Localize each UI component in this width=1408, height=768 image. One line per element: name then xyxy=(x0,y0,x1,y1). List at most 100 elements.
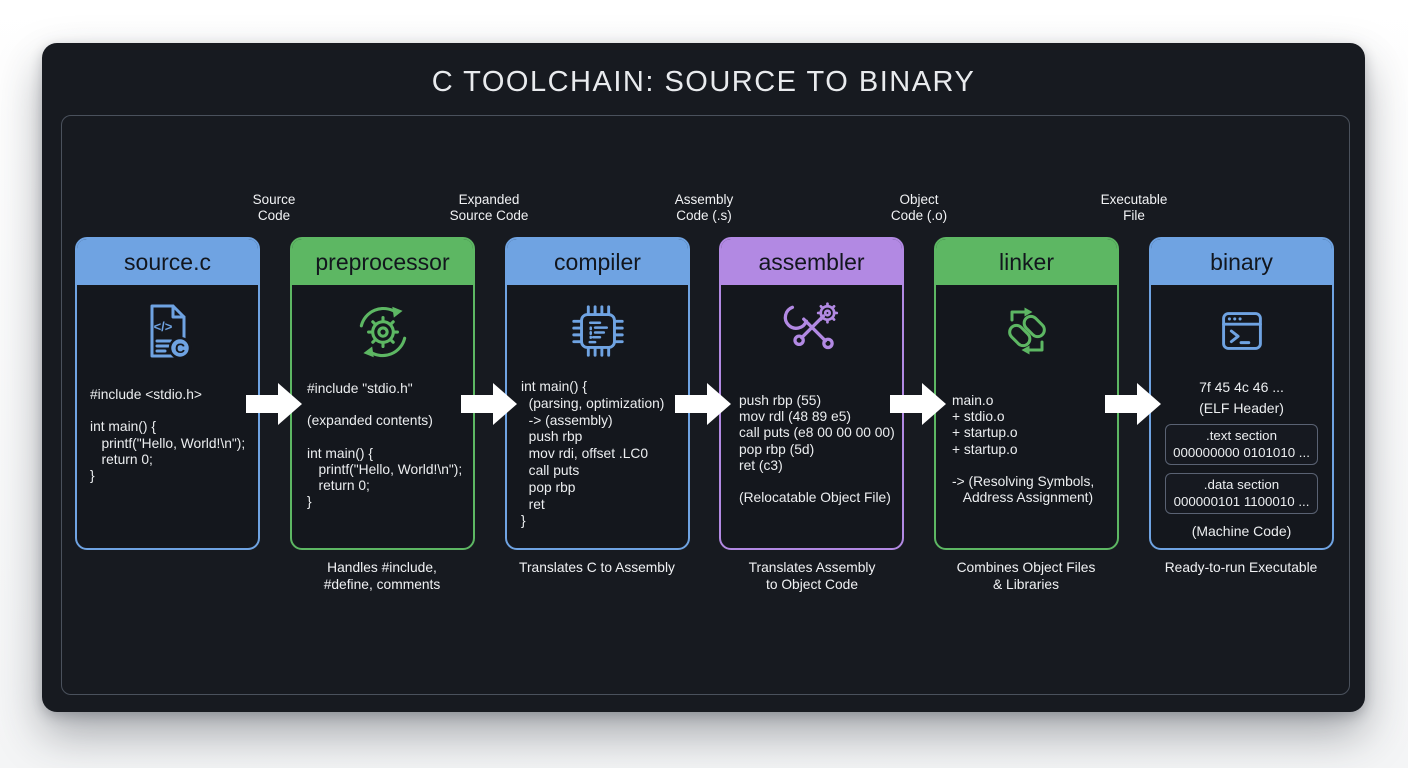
flow-label-line: Source xyxy=(252,192,296,207)
flow-label-line: Executable xyxy=(1100,192,1168,207)
stage-title-binary: binary xyxy=(1151,239,1332,285)
flow-label-source-code: Source Code xyxy=(199,192,349,224)
code-line: main.o xyxy=(952,393,994,408)
text-section-box: .text section 000000000 0101010 ... xyxy=(1165,424,1318,465)
code-line: } xyxy=(521,513,526,529)
code-line: -> (Resolving Symbols, xyxy=(952,474,1095,489)
elf-bytes: 7f 45 4c 46 ... xyxy=(1199,379,1284,395)
svg-text:C: C xyxy=(174,340,184,356)
flow-label-object-code: Object Code (.o) xyxy=(844,192,994,224)
caption-line: Translates C to Assembly xyxy=(519,560,675,575)
stage-box-assembler: assembler xyxy=(719,237,904,550)
code-line: #include "stdio.h" xyxy=(307,381,413,396)
caption-line: Handles #include, xyxy=(327,560,437,575)
code-line: mov rdi, offset .LC0 xyxy=(521,446,649,462)
code-line: #include <stdio.h> xyxy=(90,387,202,402)
stage-box-linker: linker main.o + stdio.o + startup.o + st… xyxy=(934,237,1119,550)
flow-label-line: Code (.o) xyxy=(890,208,948,223)
code-line: call puts (e8 00 00 00 00) xyxy=(739,425,895,441)
caption-line: #define, comments xyxy=(323,577,441,592)
code-line: -> (assembly) xyxy=(521,412,613,428)
flow-label-line: Assembly xyxy=(674,192,734,207)
terminal-icon xyxy=(1151,295,1332,367)
flow-label-line: File xyxy=(1123,208,1145,223)
flow-label-line: Source Code xyxy=(449,208,529,223)
code-line: push rbp xyxy=(521,429,583,445)
section-name: .data section xyxy=(1203,477,1280,492)
svg-text:</>: </> xyxy=(153,319,172,334)
preprocessor-code-snippet: #include "stdio.h" (expanded contents) i… xyxy=(292,381,473,511)
stage-title-assembler: assembler xyxy=(721,239,902,285)
elf-header-label: (ELF Header) xyxy=(1199,400,1284,416)
diagram-frame xyxy=(61,115,1350,695)
caption-linker: Combines Object Files & Libraries xyxy=(916,559,1136,593)
flow-arrow-icon xyxy=(461,383,517,425)
code-line: ret xyxy=(521,496,545,512)
data-section-box: .data section 000000101 1100010 ... xyxy=(1165,473,1318,514)
code-line xyxy=(952,458,1117,474)
flow-label-executable-file: Executable File xyxy=(1059,192,1209,224)
code-line: Address Assignment) xyxy=(952,490,1094,506)
link-cycle-icon xyxy=(936,295,1117,367)
code-line: printf("Hello, World!\n"); xyxy=(90,435,246,451)
section-name: .text section xyxy=(1206,428,1277,443)
code-line: call puts xyxy=(521,462,580,478)
code-line: return 0; xyxy=(90,451,153,467)
caption-compiler: Translates C to Assembly xyxy=(487,559,707,576)
source-code-snippet: #include <stdio.h> int main() { printf("… xyxy=(77,387,258,484)
cycle-gear-icon xyxy=(292,295,473,367)
code-line: } xyxy=(90,468,95,483)
caption-assembler: Translates Assembly to Object Code xyxy=(702,559,922,593)
code-line: int main() { xyxy=(521,379,587,394)
code-line: return 0; xyxy=(307,478,370,494)
caption-line: to Object Code xyxy=(765,577,859,592)
caption-binary: Ready-to-run Executable xyxy=(1131,559,1351,576)
code-line xyxy=(90,403,258,419)
file-code-icon: </> C xyxy=(77,295,258,367)
linker-code-snippet: main.o + stdio.o + startup.o + startup.o… xyxy=(936,393,1117,506)
code-line xyxy=(307,430,473,446)
stage-title-linker: linker xyxy=(936,239,1117,285)
flow-label-assembly-code: Assembly Code (.s) xyxy=(629,192,779,224)
code-line: (expanded contents) xyxy=(307,413,433,429)
code-line: } xyxy=(307,494,312,510)
caption-line: Combines Object Files xyxy=(956,560,1096,575)
flow-arrow-icon xyxy=(890,383,946,425)
flow-label-line: Object xyxy=(899,192,939,207)
flow-arrow-icon xyxy=(246,383,302,425)
code-line xyxy=(739,474,902,490)
code-line: int main() { xyxy=(307,445,373,461)
code-line: (parsing, optimization) xyxy=(521,395,665,411)
wrench-gear-icon xyxy=(721,295,902,367)
section-bits: 000000000 0101010 ... xyxy=(1173,444,1310,460)
stage-title-preprocessor: preprocessor xyxy=(292,239,473,285)
stage-box-source: source.c </> C #include <stdio.h> int ma… xyxy=(75,237,260,550)
flow-label-expanded-source: Expanded Source Code xyxy=(414,192,564,224)
code-line: printf("Hello, World!\n"); xyxy=(307,461,463,477)
caption-preprocessor: Handles #include, #define, comments xyxy=(272,559,492,593)
flow-arrow-icon xyxy=(1105,383,1161,425)
diagram-card: C TOOLCHAIN: SOURCE TO BINARY Source Cod… xyxy=(42,43,1365,712)
caption-line: & Libraries xyxy=(993,577,1059,592)
compiler-code-snippet: int main() { (parsing, optimization) -> … xyxy=(507,379,688,530)
code-line: + startup.o xyxy=(952,425,1018,441)
code-line: (Relocatable Object File) xyxy=(739,490,891,506)
flow-arrow-icon xyxy=(675,383,731,425)
code-line: ret (c3) xyxy=(739,457,783,473)
assembler-code-snippet: push rbp (55) mov rdl (48 89 e5) call pu… xyxy=(721,393,902,506)
chip-icon xyxy=(507,295,688,367)
stage-title-source: source.c xyxy=(77,239,258,285)
code-line: push rbp (55) xyxy=(739,393,822,408)
section-bits: 000000101 1100010 ... xyxy=(1173,493,1310,509)
flow-label-line: Expanded xyxy=(458,192,520,207)
caption-line: Ready-to-run Executable xyxy=(1164,560,1318,575)
code-line xyxy=(307,397,473,413)
code-line: + startup.o xyxy=(952,441,1018,457)
code-line: pop rbp (5d) xyxy=(739,441,815,457)
machine-code-label: (Machine Code) xyxy=(1191,523,1292,539)
stage-box-compiler: compiler xyxy=(505,237,690,550)
code-line: + stdio.o xyxy=(952,409,1005,425)
stage-title-compiler: compiler xyxy=(507,239,688,285)
code-line: pop rbp xyxy=(521,479,576,495)
